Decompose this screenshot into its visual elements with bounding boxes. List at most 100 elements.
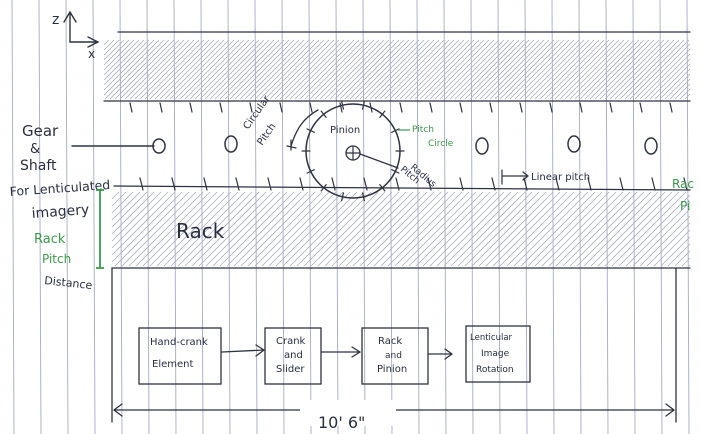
ruled-line <box>227 0 231 434</box>
hatch-stroke <box>111 191 169 249</box>
hatch-stroke <box>667 243 691 267</box>
hatch-stroke <box>111 191 141 221</box>
hatch-stroke <box>240 191 316 267</box>
tooth-tick <box>363 177 368 191</box>
linear-pitch-label: Linear pitch <box>531 172 590 183</box>
hatch-stroke <box>485 191 561 267</box>
hatch-stroke <box>103 39 125 61</box>
hatch-stroke <box>499 39 560 100</box>
hatch-stroke <box>369 39 430 100</box>
pinion-tooth <box>391 128 400 133</box>
hatch-stroke <box>443 191 519 267</box>
ruled-line <box>65 0 69 434</box>
hatch-stroke <box>404 39 465 100</box>
flow-box-hand-crank-line-1: Hand-crank <box>150 337 208 348</box>
pinion-label: Pinion <box>330 125 360 136</box>
hatch-stroke <box>590 191 666 267</box>
hatch-stroke <box>513 191 589 267</box>
hatch-stroke <box>324 39 385 100</box>
hatch-stroke <box>554 39 615 100</box>
hatch-stroke <box>646 222 691 267</box>
hatch-stroke <box>111 191 183 263</box>
hatch-stroke <box>373 191 449 267</box>
rack-pitch-label-line-3: Distance <box>44 274 93 292</box>
hatch-stroke <box>224 39 285 100</box>
hatch-stroke <box>478 191 554 267</box>
hatch-stroke <box>144 39 205 100</box>
hatch-stroke <box>124 39 185 100</box>
hatch-stroke <box>319 39 380 100</box>
tooth-tick <box>619 177 624 191</box>
hatch-stroke <box>366 191 442 267</box>
hatch-stroke <box>249 39 310 100</box>
flow-box-crank-slider-line-2: and <box>284 350 303 361</box>
tooth-tick <box>203 177 208 191</box>
pitch-circle-label-1: Pitch <box>412 125 434 135</box>
hatch-stroke <box>111 191 162 242</box>
hatch-stroke <box>261 191 337 267</box>
hatch-stroke <box>349 39 410 100</box>
tooth-tick <box>219 102 223 113</box>
hatch-stroke <box>422 191 498 267</box>
tooth-tick <box>523 177 528 191</box>
hatch-stroke <box>111 191 127 207</box>
flow-box-rack-pinion-line-1: Rack <box>378 336 402 347</box>
hatch-stroke <box>284 39 345 100</box>
tooth-tick <box>309 102 313 113</box>
hatch-stroke <box>664 73 691 100</box>
hatch-stroke <box>401 191 477 267</box>
hatch-stroke <box>212 191 288 267</box>
ruled-line <box>119 0 123 434</box>
hatch-stroke <box>539 39 600 100</box>
hatch-stroke <box>649 58 691 100</box>
hatch-stroke <box>618 194 691 267</box>
hatch-stroke <box>324 191 400 267</box>
hatch-stroke <box>434 39 495 100</box>
hatch-stroke <box>449 39 510 100</box>
flow-box-lenticular-line-1: Lenticular <box>470 333 513 343</box>
gear-shaft-label: Gear & Shaft <box>20 122 59 174</box>
hatch-stroke <box>674 83 691 100</box>
tooth-tick <box>459 102 463 113</box>
hatch-stroke <box>499 191 575 267</box>
hatch-stroke <box>364 39 425 100</box>
hatch-stroke <box>548 191 624 267</box>
flow-box-rack-pinion-line-2: and <box>385 351 402 361</box>
gear-teeth-ticks <box>129 102 673 113</box>
tooth-tick <box>331 177 336 191</box>
hatch-stroke <box>439 39 500 100</box>
hatch-stroke <box>625 201 691 267</box>
hatch-stroke <box>454 39 515 100</box>
hatch-stroke <box>103 39 150 86</box>
hatch-stroke <box>244 39 305 100</box>
hatch-stroke <box>604 191 680 267</box>
ruled-line <box>362 0 366 434</box>
hatch-stroke <box>387 191 463 267</box>
hatch-stroke <box>494 39 555 100</box>
pinion-tooth <box>306 128 315 133</box>
rack-top-line <box>113 185 691 191</box>
ruled-line <box>524 0 528 434</box>
ruled-line <box>92 0 96 434</box>
hatch-stroke <box>254 39 315 100</box>
hatch-stroke <box>639 48 691 100</box>
tooth-tick <box>235 177 240 191</box>
hatch-stroke <box>103 39 140 76</box>
hatch-stroke <box>111 191 134 214</box>
hatch-stroke <box>317 191 393 267</box>
flow-arrow <box>221 344 266 357</box>
hatch-stroke <box>279 39 340 100</box>
tooth-tick <box>189 102 193 113</box>
x-axis-label: x <box>88 47 95 61</box>
hatch-stroke <box>139 39 200 100</box>
pinion-tooth <box>361 192 365 202</box>
top-hatched-band <box>103 39 691 100</box>
hatch-stroke <box>464 191 540 267</box>
pinion-tooth <box>361 100 365 110</box>
hatch-stroke <box>384 39 445 100</box>
gear-circle <box>475 137 489 155</box>
hatch-stroke <box>214 39 275 100</box>
hatch-stroke <box>352 191 428 267</box>
hatch-stroke <box>492 191 568 267</box>
